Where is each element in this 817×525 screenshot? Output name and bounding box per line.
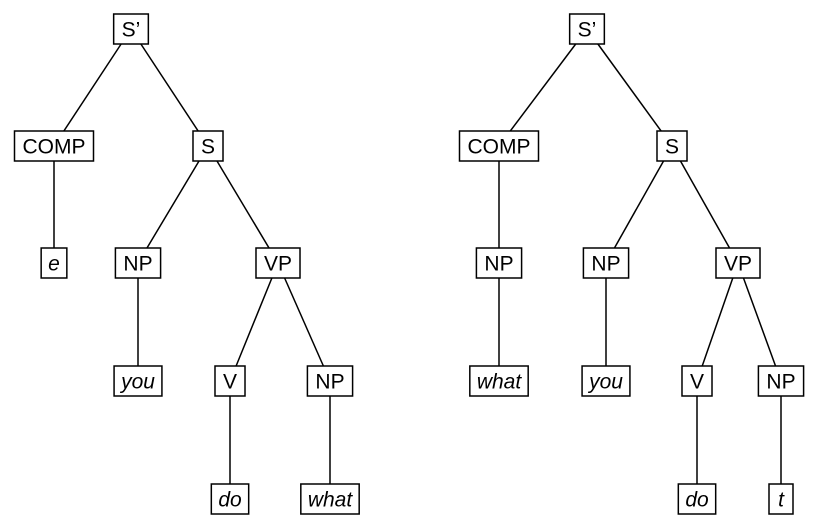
tree-node-you: you xyxy=(113,365,163,397)
tree-node-do: do xyxy=(210,483,250,515)
node-label: you xyxy=(119,371,155,394)
node-box xyxy=(13,130,95,162)
node-label: NP xyxy=(123,253,152,276)
node-box xyxy=(757,365,805,397)
node-label: V xyxy=(223,371,237,394)
tree-node-vp: VP xyxy=(255,247,301,279)
tree-edge xyxy=(277,262,331,382)
tree-node-comp: COMP xyxy=(458,130,540,162)
tree-edge xyxy=(696,262,739,382)
tree-edge xyxy=(586,28,673,147)
node-label: what xyxy=(477,371,523,394)
node-box xyxy=(715,247,761,279)
node-box xyxy=(677,483,717,515)
node-label: S’ xyxy=(122,19,141,42)
tree-node-what: what xyxy=(469,365,529,397)
node-label: VP xyxy=(264,253,292,276)
tree-edge xyxy=(498,28,588,147)
tree-node-np-obj: NP xyxy=(306,365,354,397)
tree-node-s: S xyxy=(192,130,224,162)
node-box xyxy=(192,130,224,162)
tree-node-root: S’ xyxy=(112,13,150,45)
tree-node-np-comp: NP xyxy=(475,247,523,279)
node-box xyxy=(475,247,523,279)
tree-node-e: e xyxy=(40,247,68,279)
tree-node-v: V xyxy=(214,365,246,397)
tree-node-np-obj: NP xyxy=(757,365,805,397)
node-box xyxy=(113,365,163,397)
node-label: do xyxy=(685,489,709,512)
node-label: NP xyxy=(591,253,620,276)
node-label: t xyxy=(778,489,785,512)
tree-node-do: do xyxy=(677,483,717,515)
node-label: VP xyxy=(724,253,752,276)
node-label: what xyxy=(308,489,354,512)
tree-node-comp: COMP xyxy=(13,130,95,162)
tree-node-v: V xyxy=(681,365,713,397)
node-label: NP xyxy=(315,371,344,394)
node-box xyxy=(112,13,150,45)
tree-node-t: t xyxy=(768,483,794,515)
node-label: V xyxy=(690,371,704,394)
tree-node-np-subj: NP xyxy=(582,247,630,279)
node-box xyxy=(681,365,713,397)
node-label: COMP xyxy=(468,136,531,159)
node-box xyxy=(214,365,246,397)
tree-edge xyxy=(605,145,673,264)
node-label: NP xyxy=(766,371,795,394)
tree-edge xyxy=(53,28,132,147)
node-box xyxy=(581,365,631,397)
node-box xyxy=(255,247,301,279)
tree-node-root: S’ xyxy=(568,13,606,45)
node-box xyxy=(656,130,688,162)
node-box xyxy=(306,365,354,397)
node-box xyxy=(568,13,606,45)
node-box xyxy=(210,483,250,515)
node-label: S xyxy=(201,136,215,159)
node-box xyxy=(469,365,529,397)
node-label: NP xyxy=(484,253,513,276)
node-label: COMP xyxy=(23,136,86,159)
tree-edge xyxy=(207,145,279,264)
tree-node-what: what xyxy=(300,483,360,515)
node-label: you xyxy=(587,371,623,394)
node-label: do xyxy=(218,489,242,512)
tree-node-you: you xyxy=(581,365,631,397)
node-box xyxy=(458,130,540,162)
node-label: S xyxy=(665,136,679,159)
tree-node-s: S xyxy=(656,130,688,162)
tree-node-vp: VP xyxy=(715,247,761,279)
node-box xyxy=(582,247,630,279)
tree-edge xyxy=(229,262,279,382)
node-label: S’ xyxy=(578,19,597,42)
node-box xyxy=(300,483,360,515)
node-box xyxy=(40,247,68,279)
tree-edge xyxy=(137,145,209,264)
tree-edge xyxy=(737,262,782,382)
node-box xyxy=(768,483,794,515)
tree-edge xyxy=(130,28,209,147)
node-box xyxy=(114,247,162,279)
tree-edge xyxy=(671,145,739,264)
tree-edges xyxy=(53,28,782,499)
node-label: e xyxy=(48,253,60,276)
tree-node-np-subj: NP xyxy=(114,247,162,279)
